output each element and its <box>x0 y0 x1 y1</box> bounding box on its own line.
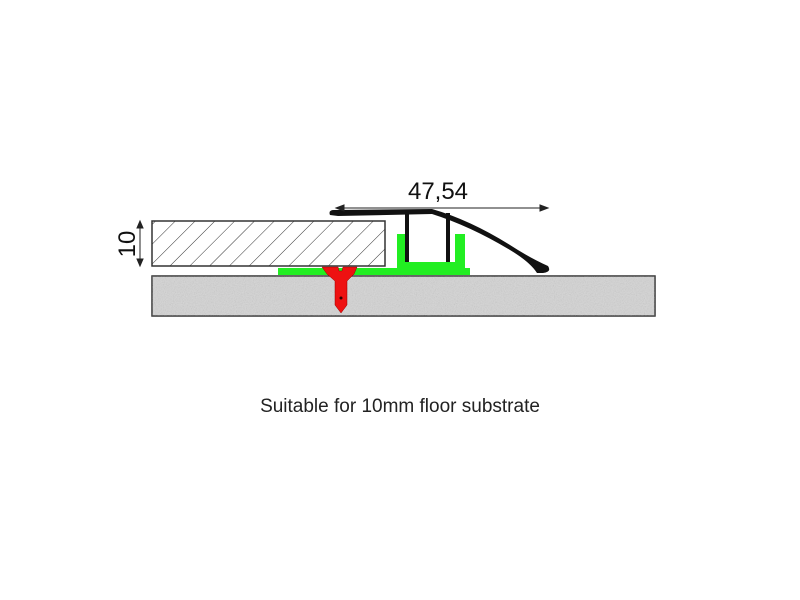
width-dimension <box>334 204 550 212</box>
width-label: 47,54 <box>408 178 468 205</box>
cover-legs <box>405 213 450 262</box>
height-label: 10 <box>114 231 141 258</box>
anchor-hole <box>339 296 343 300</box>
floor-board <box>151 220 386 267</box>
base-profile <box>278 234 470 275</box>
concrete-substrate <box>151 275 656 317</box>
cover-profile <box>329 209 550 273</box>
anchor-dowel <box>321 266 358 314</box>
height-dimension <box>136 219 144 268</box>
caption: Suitable for 10mm floor substrate <box>260 396 540 417</box>
